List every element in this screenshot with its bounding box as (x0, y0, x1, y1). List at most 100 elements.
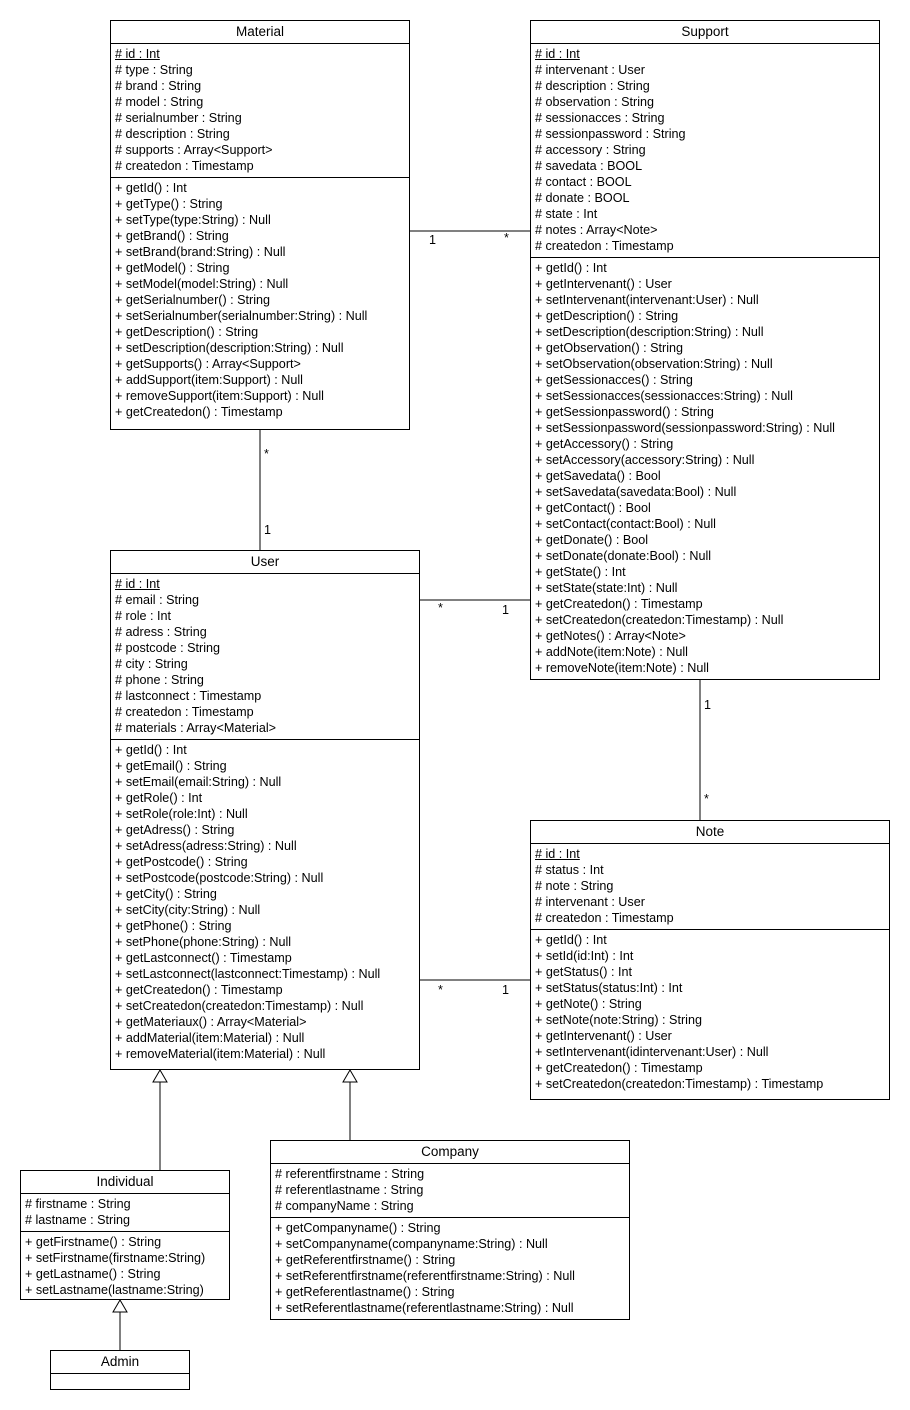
methods-compartment: + getId() : Int+ getEmail() : String+ se… (111, 740, 419, 1065)
method-row: + getId() : Int (535, 933, 607, 947)
class-name: Support (531, 21, 879, 44)
method-row: + getCreatedon() : Timestamp (115, 983, 283, 997)
class-user[interactable]: User# id : Int# email : String# role : I… (110, 550, 420, 1070)
method-row: + getContact() : Bool (535, 501, 651, 515)
method-row: + getLastconnect() : Timestamp (115, 951, 292, 965)
method-row: + getIntervenant() : User (535, 277, 672, 291)
attribute-row: # city : String (115, 657, 188, 671)
method-row: + addNote(item:Note) : Null (535, 645, 688, 659)
method-row: + getModel() : String (115, 261, 230, 275)
method-row: + getSavedata() : Bool (535, 469, 661, 483)
method-row: + getType() : String (115, 197, 223, 211)
method-row: + getId() : Int (115, 743, 187, 757)
method-row: + setCreatedon(createdon:Timestamp) : Nu… (115, 999, 364, 1013)
class-name: User (111, 551, 419, 574)
method-row: + setSavedata(savedata:Bool) : Null (535, 485, 737, 499)
method-row: + setBrand(brand:String) : Null (115, 245, 286, 259)
attribute-row: # state : Int (535, 207, 598, 221)
method-row: + getAdress() : String (115, 823, 235, 837)
class-note[interactable]: Note# id : Int# status : Int# note : Str… (530, 820, 890, 1100)
method-row: + addMaterial(item:Material) : Null (115, 1031, 305, 1045)
method-row: + getNotes() : Array<Note> (535, 629, 686, 643)
attribute-row: # status : Int (535, 863, 604, 877)
methods-compartment: + getCompanyname() : String+ setCompanyn… (271, 1218, 629, 1319)
class-name: Company (271, 1141, 629, 1164)
method-row: + getDescription() : String (535, 309, 679, 323)
attributes-compartment: # id : Int# intervenant : User# descript… (531, 44, 879, 258)
method-row: + getSessionpassword() : String (535, 405, 714, 419)
method-row: + getLastname() : String (25, 1267, 161, 1281)
class-name: Material (111, 21, 409, 44)
mult-material-support-from: 1 (429, 233, 437, 247)
class-admin[interactable]: Admin (50, 1350, 190, 1390)
method-row: + getId() : Int (535, 261, 607, 275)
attributes-compartment: # id : Int# email : String# role : Int# … (111, 574, 419, 740)
mult-user-support-to: 1 (502, 603, 510, 617)
class-individual[interactable]: Individual# firstname : String# lastname… (20, 1170, 230, 1300)
attribute-row: # serialnumber : String (115, 111, 242, 125)
class-support[interactable]: Support # id : Int # intervenant : User # d… (530, 20, 880, 680)
class-name: Note (531, 821, 889, 844)
attribute-row: # id : Int (535, 847, 580, 861)
attribute-row: # observation : String (535, 95, 655, 109)
attribute-row: # adress : String (115, 625, 207, 639)
method-row: + getPostcode() : String (115, 855, 248, 869)
attribute-row: # createdon : Timestamp (115, 159, 254, 173)
attributes-compartment: # referentfirstname : String # referentla… (271, 1164, 629, 1218)
mult-support-note-to: * (704, 792, 709, 806)
inheritance-arrow-company-user (342, 1069, 358, 1083)
attributes-compartment: # firstname : String# lastname : String (21, 1194, 229, 1232)
attribute-row: # model : String (115, 95, 204, 109)
class-name: Admin (51, 1351, 189, 1374)
method-row: + getSessionacces() : String (535, 373, 693, 387)
method-row: + setAdress(adress:String) : Null (115, 839, 297, 853)
attribute-row: # id : Int (535, 47, 580, 61)
class-name: Individual (21, 1171, 229, 1194)
attribute-row: # phone : String (115, 673, 204, 687)
method-row: + getDescription() : String (115, 325, 259, 339)
method-row: + getStatus() : Int (535, 965, 632, 979)
attribute-row: # type : String (115, 63, 193, 77)
method-row: + setSerialnumber(serialnumber:String) :… (115, 309, 368, 323)
attribute-row: # intervenant : User (535, 895, 645, 909)
method-row: + setIntervenant(intervenant:User) : Nul… (535, 293, 759, 307)
method-row: + setRole(role:Int) : Null (115, 807, 248, 821)
class-material[interactable]: Material# id : Int# type : String# brand… (110, 20, 410, 430)
mult-material-user-from: * (264, 447, 269, 461)
method-row: + getRole() : Int (115, 791, 203, 805)
methods-compartment: + getId() : Int + getIntervenant() : User… (531, 258, 879, 679)
method-row: + getReferentlastname() : String (275, 1285, 455, 1299)
mult-user-support-from: * (438, 601, 443, 615)
methods-compartment: + getId() : Int + setId(id:Int) : Int + ge… (531, 930, 889, 1095)
method-row: + getSupports() : Array<Support> (115, 357, 301, 371)
method-row: + getBrand() : String (115, 229, 229, 243)
attribute-row: # donate : BOOL (535, 191, 630, 205)
method-row: + setIntervenant(idintervenant:User) : N… (535, 1045, 769, 1059)
method-row: + setFirstname(firstname:String) (25, 1251, 206, 1265)
method-row: + getState() : Int (535, 565, 626, 579)
method-row: + getNote() : String (535, 997, 642, 1011)
attribute-row: # intervenant : User (535, 63, 645, 77)
method-row: + getCreatedon() : Timestamp (535, 597, 703, 611)
method-row: + setAccessory(accessory:String) : Null (535, 453, 755, 467)
method-row: + getDonate() : Bool (535, 533, 649, 547)
attributes-compartment: # id : Int# type : String# brand : Strin… (111, 44, 409, 178)
methods-compartment: + getId() : Int+ getType() : String+ set… (111, 178, 409, 423)
method-row: + setCreatedon(createdon:Timestamp) : Nu… (535, 613, 784, 627)
attribute-row: # referentlastname : String (275, 1183, 424, 1197)
method-row: + setDescription(description:String) : N… (535, 325, 764, 339)
method-row: + getIntervenant() : User (535, 1029, 672, 1043)
attribute-row: # companyName : String (275, 1199, 414, 1213)
method-row: + getPhone() : String (115, 919, 232, 933)
methods-compartment: + getFirstname() : String+ setFirstname(… (21, 1232, 229, 1301)
attributes-compartment (51, 1374, 189, 1391)
attribute-row: # id : Int (115, 577, 160, 591)
attribute-row: # referentfirstname : String (275, 1167, 425, 1181)
method-row: + setModel(model:String) : Null (115, 277, 289, 291)
method-row: + addSupport(item:Support) : Null (115, 373, 303, 387)
method-row: + setId(id:Int) : Int (535, 949, 634, 963)
class-company[interactable]: Company# referentfirstname : String# ref… (270, 1140, 630, 1320)
mult-support-note-from: 1 (704, 698, 712, 712)
attribute-row: # materials : Array<Material> (115, 721, 276, 735)
